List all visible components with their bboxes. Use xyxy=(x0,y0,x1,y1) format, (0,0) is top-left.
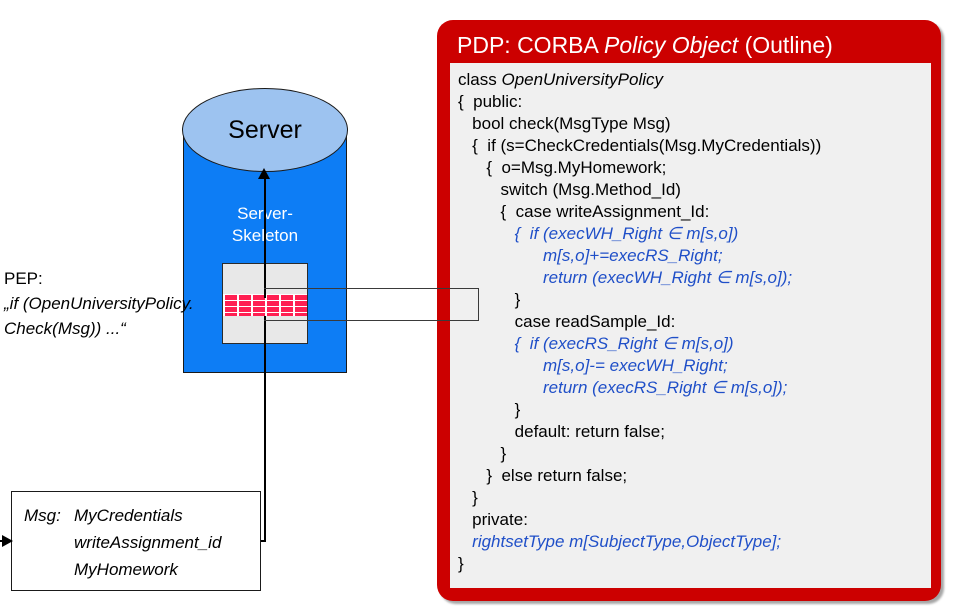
brick-mortar-overlay xyxy=(223,294,307,316)
code-line: } xyxy=(458,400,521,419)
firewall-brick-pattern xyxy=(223,294,307,316)
code-line: { if (s=CheckCredentials(Msg.MyCredentia… xyxy=(458,136,822,155)
request-flow-arrowhead xyxy=(258,168,270,179)
message-box-value-credentials: MyCredentials xyxy=(74,506,183,525)
pdp-title-suffix: (Outline) xyxy=(738,32,833,58)
code-identifier: OpenUniversityPolicy xyxy=(501,70,664,89)
pdp-connector-bottom-line xyxy=(264,320,479,321)
code-line: return (execWH_Right ∈ m[s,o]); xyxy=(458,268,793,287)
pep-caption-quote-line2: Check(Msg)) ...“ xyxy=(4,319,126,338)
pep-caption: PEP: „if (OpenUniversityPolicy. Check(Ms… xyxy=(4,266,219,341)
code-line: { case writeAssignment_Id: xyxy=(458,202,710,221)
code-line: } else return false; xyxy=(458,466,628,485)
code-line: switch (Msg.Method_Id) xyxy=(458,180,681,199)
pdp-title-prefix: PDP: CORBA xyxy=(457,32,604,58)
code-line: } xyxy=(458,444,507,463)
pdp-connector-top-line xyxy=(264,288,479,289)
code-line: { if (execRS_Right ∈ m[s,o]) xyxy=(458,334,734,353)
code-line: default: return false; xyxy=(458,422,665,441)
pdp-code-listing: class OpenUniversityPolicy{ public: bool… xyxy=(450,63,931,588)
code-line: { o=Msg.MyHomework; xyxy=(458,158,667,177)
code-line: m[s,o]-= execWH_Right; xyxy=(458,356,728,375)
code-line: { public: xyxy=(458,92,523,111)
code-line: m[s,o]+=execRS_Right; xyxy=(458,246,723,265)
code-line: bool check(MsgType Msg) xyxy=(458,114,671,133)
server-title-label: Server xyxy=(228,115,302,144)
code-line: { if (execWH_Right ∈ m[s,o]) xyxy=(458,224,739,243)
message-box-label: Msg: xyxy=(24,506,61,525)
pdp-policy-panel: PDP: CORBA Policy Object (Outline) class… xyxy=(437,20,941,601)
pdp-panel-title: PDP: CORBA Policy Object (Outline) xyxy=(457,32,833,59)
message-flow-shaft-vertical xyxy=(264,316,266,541)
code-line: } xyxy=(458,488,478,507)
request-flow-arrow-shaft xyxy=(264,178,266,298)
code-keyword: class xyxy=(458,70,502,89)
code-line: private: xyxy=(458,510,528,529)
code-line: } xyxy=(458,290,521,309)
pep-caption-label: PEP: xyxy=(4,269,43,288)
message-box: Msg: MyCredentials writeAssignment_id My… xyxy=(11,491,261,591)
server-cylinder-top xyxy=(182,88,348,172)
code-line: return (execRS_Right ∈ m[s,o]); xyxy=(458,378,788,397)
pdp-connector-right-edge xyxy=(478,288,479,321)
pdp-title-italic: Policy Object xyxy=(603,32,739,58)
pep-caption-quote-line1: „if (OpenUniversityPolicy. xyxy=(4,294,194,313)
code-line: } xyxy=(458,554,464,573)
code-line: case readSample_Id: xyxy=(458,312,676,331)
incoming-message-arrowhead xyxy=(2,535,13,547)
code-line: rightsetType m[SubjectType,ObjectType]; xyxy=(458,532,782,551)
code-line: class OpenUniversityPolicy xyxy=(458,69,663,91)
message-box-value-method: writeAssignment_id xyxy=(74,533,222,552)
message-box-value-object: MyHomework xyxy=(74,560,178,579)
message-flow-shaft-horizontal xyxy=(261,540,266,542)
